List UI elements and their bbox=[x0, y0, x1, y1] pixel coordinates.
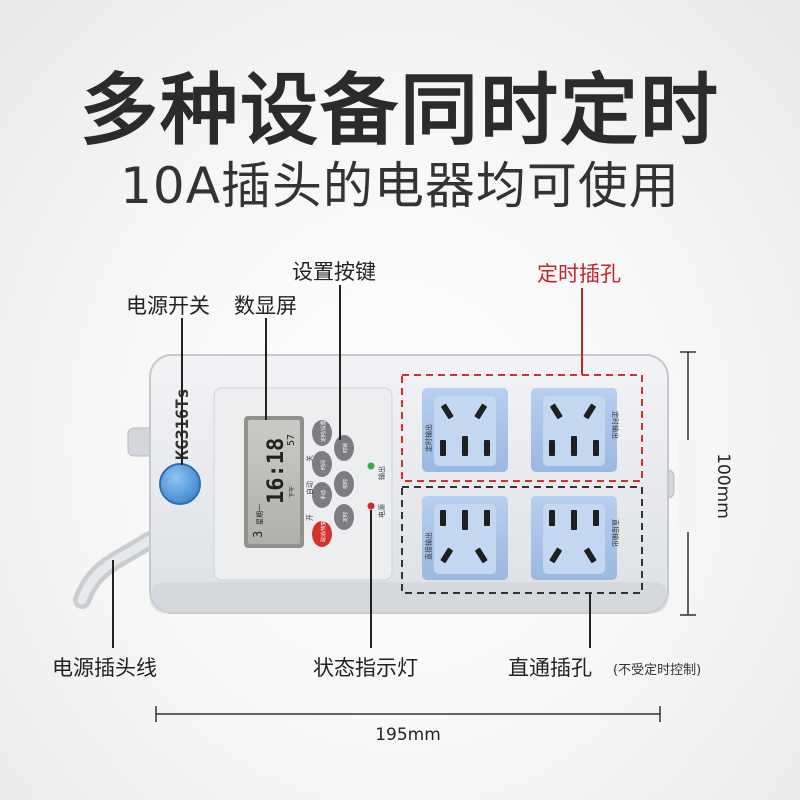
set-button-2[interactable] bbox=[312, 451, 332, 477]
socket-direct-2 bbox=[531, 496, 617, 580]
power-button[interactable] bbox=[159, 463, 201, 505]
button-label-7: 定时 bbox=[342, 512, 349, 522]
set-button-1[interactable] bbox=[312, 420, 332, 446]
button-label-2: 时钟 bbox=[342, 443, 349, 453]
set-button-6[interactable] bbox=[334, 471, 354, 497]
button-label-4: 校时 bbox=[342, 479, 349, 489]
panel-label-auto: 自动 bbox=[305, 481, 314, 495]
settings-buttons bbox=[312, 420, 354, 547]
socket-timed-2-label: 定时输出 bbox=[611, 411, 620, 439]
button-label-3: 时间 bbox=[320, 460, 327, 470]
label-direct-note: (不受定时控制) bbox=[613, 663, 702, 678]
lcd-seconds: 57 bbox=[286, 434, 297, 446]
lcd-week: 星期一 bbox=[256, 504, 264, 525]
indicator-power-label: 电源 bbox=[377, 504, 386, 518]
timed-sockets-frame bbox=[401, 374, 643, 482]
set-button-3[interactable] bbox=[312, 482, 332, 508]
lcd-day: 3 bbox=[251, 531, 265, 538]
label-status-light: 状态指示灯 bbox=[313, 656, 418, 680]
set-button-5[interactable] bbox=[334, 435, 354, 461]
panel-label-off: 关 bbox=[305, 455, 314, 462]
lcd-am-pm: 下午 bbox=[288, 486, 296, 498]
dimension-width-label: 195mm bbox=[375, 725, 441, 745]
set-button-4[interactable] bbox=[312, 521, 332, 547]
panel-label-on: 开 bbox=[306, 514, 314, 521]
lcd-screen bbox=[248, 420, 300, 544]
subheadline: 10A插头的电器均可使用 bbox=[120, 157, 680, 215]
button-label-5: 手动 bbox=[320, 490, 327, 500]
socket-direct-2-label: 直接输出 bbox=[611, 519, 620, 547]
socket-direct-1-label: 直接输出 bbox=[424, 532, 433, 560]
socket-direct-1 bbox=[422, 496, 508, 580]
button-label-6: 取消/恢复 bbox=[320, 520, 327, 542]
lcd-time: 16:18 bbox=[264, 438, 289, 504]
label-direct-sockets: 直通插孔 bbox=[508, 656, 592, 680]
label-power-cord: 电源插头线 bbox=[52, 656, 157, 680]
set-button-7[interactable] bbox=[334, 504, 354, 530]
label-power-switch: 电源开关 bbox=[126, 294, 210, 318]
button-label-1: 定时/设置 bbox=[320, 420, 327, 442]
label-settings-buttons: 设置按键 bbox=[292, 260, 376, 284]
socket-timed-1-label: 定时输出 bbox=[424, 424, 433, 452]
direct-sockets-frame bbox=[401, 486, 643, 594]
indicator-output-label: 输出 bbox=[377, 466, 386, 480]
headline: 多种设备同时定时 bbox=[79, 66, 720, 156]
dimension-height-label: 100mm bbox=[713, 453, 733, 519]
socket-timed-2 bbox=[531, 388, 617, 472]
label-display: 数显屏 bbox=[234, 294, 297, 318]
power-indicator-led bbox=[367, 502, 375, 510]
output-indicator-led bbox=[367, 462, 375, 470]
label-timed-sockets: 定时插孔 bbox=[537, 262, 621, 286]
socket-timed-1 bbox=[422, 388, 508, 472]
